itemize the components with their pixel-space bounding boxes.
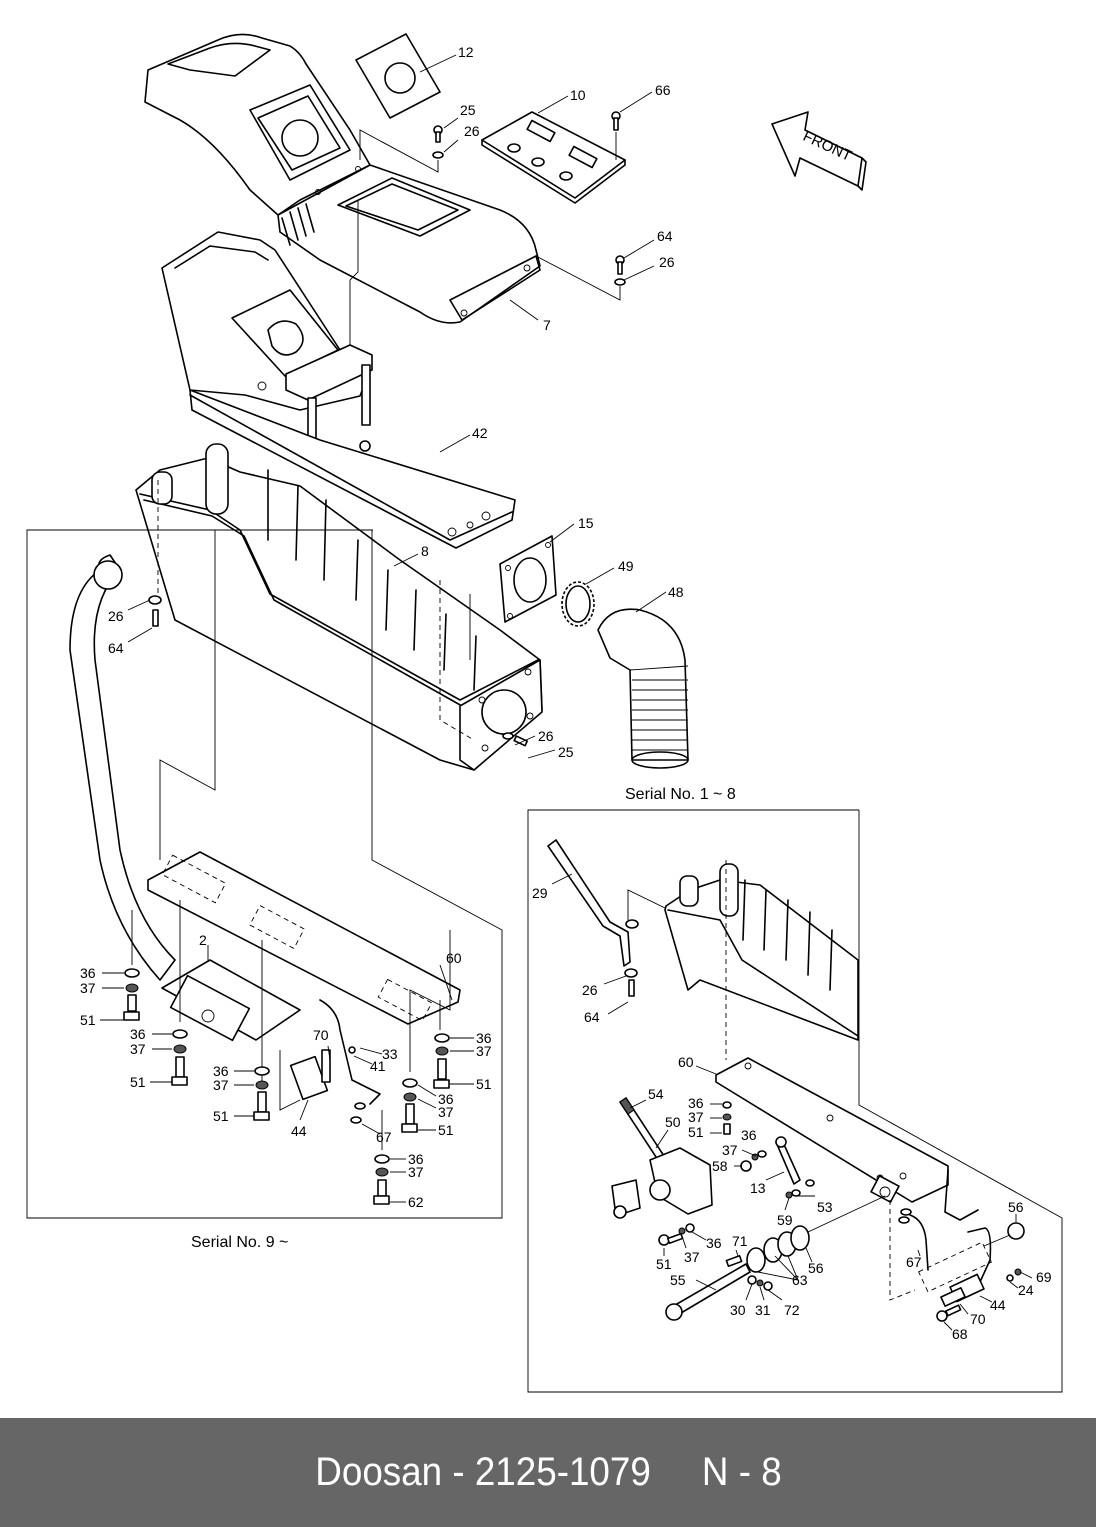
- callout-7: 7: [543, 317, 551, 333]
- callout-30: 30: [730, 1302, 746, 1318]
- callout-36: 36: [213, 1063, 229, 1079]
- callout-51: 51: [476, 1076, 492, 1092]
- callout-55: 55: [670, 1272, 686, 1288]
- callout-69: 69: [1036, 1269, 1052, 1285]
- callout-24: 24: [1018, 1282, 1034, 1298]
- callout-13: 13: [750, 1180, 766, 1196]
- callout-8: 8: [421, 543, 429, 559]
- callout-63: 63: [792, 1272, 808, 1288]
- callout-53: 53: [817, 1199, 833, 1215]
- callout-33: 33: [382, 1046, 398, 1062]
- callout-37: 37: [213, 1077, 229, 1093]
- serial-label-1-8: Serial No. 1 ~ 8: [625, 786, 736, 803]
- callout-labels-serial-9: 2 60 36 37 51 36 37 51 36 37 51 70 33 41…: [80, 932, 492, 1210]
- callout-31: 31: [755, 1302, 771, 1318]
- callout-51: 51: [688, 1124, 704, 1140]
- callout-26: 26: [108, 608, 124, 624]
- callout-26: 26: [538, 728, 554, 744]
- serial-label-9: Serial No. 9 ~: [191, 1234, 288, 1251]
- callout-50: 50: [665, 1114, 681, 1130]
- serial-1-8-box: [527, 809, 1063, 1393]
- callout-64: 64: [108, 640, 124, 656]
- callout-26: 26: [582, 982, 598, 998]
- callout-36: 36: [688, 1095, 704, 1111]
- callout-37: 37: [130, 1041, 146, 1057]
- callout-41: 41: [370, 1058, 386, 1074]
- part-7-console-cover: [144, 33, 541, 324]
- part-8-console-box: [135, 443, 543, 771]
- callout-25: 25: [460, 102, 476, 118]
- callout-56: 56: [808, 1260, 824, 1276]
- callout-15: 15: [578, 515, 594, 531]
- callout-70: 70: [313, 1027, 329, 1043]
- callout-25: 25: [558, 744, 574, 760]
- callout-70: 70: [970, 1311, 986, 1327]
- callout-2: 2: [199, 932, 207, 948]
- callout-37: 37: [722, 1142, 738, 1158]
- callout-labels-serial-1-8: 29 26 64 60 54 50 36 37 51 36 37 58 13 5…: [532, 885, 1052, 1342]
- callout-51: 51: [130, 1074, 146, 1090]
- fasteners-top: [359, 111, 626, 301]
- callout-37: 37: [476, 1043, 492, 1059]
- callout-56: 56: [1008, 1199, 1024, 1215]
- callout-67: 67: [906, 1254, 922, 1270]
- serial-9-box: [26, 529, 503, 1219]
- parts-diagram: FRONT: [26, 33, 1063, 1393]
- leader-lines: [100, 54, 1033, 1331]
- callout-10: 10: [570, 87, 586, 103]
- callout-37: 37: [688, 1109, 704, 1125]
- callout-44: 44: [990, 1297, 1006, 1313]
- callout-44: 44: [291, 1123, 307, 1139]
- callout-72: 72: [784, 1302, 800, 1318]
- callout-36: 36: [741, 1127, 757, 1143]
- callout-29: 29: [532, 885, 548, 901]
- callout-64: 64: [657, 228, 673, 244]
- callout-37: 37: [438, 1104, 454, 1120]
- callout-36: 36: [80, 965, 96, 981]
- part-number-caption: Doosan - 2125-1079 N - 8: [314, 1450, 782, 1494]
- callout-68: 68: [952, 1326, 968, 1342]
- callout-66: 66: [655, 82, 671, 98]
- callout-36: 36: [476, 1030, 492, 1046]
- callout-49: 49: [618, 558, 634, 574]
- callout-58: 58: [712, 1158, 728, 1174]
- callout-26: 26: [659, 254, 675, 270]
- callout-37: 37: [408, 1164, 424, 1180]
- part-49-hose-clamp: [561, 581, 595, 627]
- callout-26: 26: [464, 123, 480, 139]
- callout-36: 36: [438, 1091, 454, 1107]
- callout-36: 36: [130, 1026, 146, 1042]
- part-15-flange: [499, 535, 557, 623]
- footer-banner: Doosan - 2125-1079 N - 8: [0, 1418, 1096, 1527]
- callout-51: 51: [438, 1122, 454, 1138]
- part-12-plate: [355, 33, 441, 119]
- front-arrow-icon: FRONT: [771, 111, 867, 191]
- callout-62: 62: [408, 1194, 424, 1210]
- callout-36: 36: [408, 1151, 424, 1167]
- part-10-switch-plate: [481, 111, 626, 204]
- callout-60: 60: [678, 1054, 694, 1070]
- part-42-bracket: [161, 200, 516, 549]
- callout-54: 54: [648, 1086, 664, 1102]
- callout-48: 48: [668, 584, 684, 600]
- callout-51: 51: [656, 1256, 672, 1272]
- part-48-flex-hose: [597, 608, 689, 769]
- callout-51: 51: [80, 1012, 96, 1028]
- callout-labels-main: 12 25 26 10 66 64 26 7 42 15 49 48 8 26 …: [108, 44, 684, 760]
- callout-64: 64: [584, 1009, 600, 1025]
- callout-37: 37: [80, 980, 96, 996]
- callout-42: 42: [472, 425, 488, 441]
- callout-71: 71: [732, 1233, 748, 1249]
- callout-60: 60: [446, 950, 462, 966]
- callout-12: 12: [458, 44, 474, 60]
- callout-36: 36: [706, 1235, 722, 1251]
- callout-67: 67: [376, 1129, 392, 1145]
- callout-37: 37: [684, 1249, 700, 1265]
- callout-59: 59: [777, 1212, 793, 1228]
- callout-51: 51: [213, 1108, 229, 1124]
